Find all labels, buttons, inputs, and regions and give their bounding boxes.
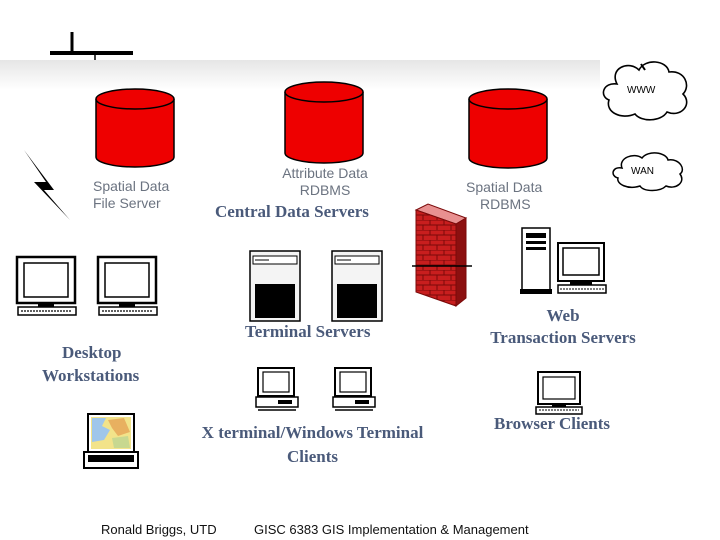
attribute-rdbms-label: Attribute Data RDBMS xyxy=(270,165,380,199)
desktop-workstation-2-icon xyxy=(96,255,158,316)
wan-label: WAN xyxy=(631,166,654,177)
attribute-rdbms-line2: RDBMS xyxy=(299,182,351,198)
web-transaction-servers-label: Web Transaction Servers xyxy=(478,305,648,349)
desktop-workstations-label: Desktop Workstations xyxy=(30,341,170,387)
spatial-file-server-line1: Spatial Data xyxy=(93,178,170,194)
attribute-rdbms-line1: Attribute Data xyxy=(282,165,368,181)
wan-cloud: WAN xyxy=(608,150,688,192)
xterm-label-line1: X terminal/Windows Terminal xyxy=(201,423,424,442)
x-terminal-clients-label: X terminal/Windows Terminal Clients xyxy=(180,421,445,469)
spatial-file-server-label: Spatial Data File Server xyxy=(93,178,169,212)
browser-client-icon xyxy=(535,371,583,415)
web-transaction-server-icon xyxy=(520,227,607,294)
central-data-servers-title: Central Data Servers xyxy=(215,202,369,221)
desktop-label-line2: Workstations xyxy=(42,366,140,385)
footer-author: Ronald Briggs, UTD xyxy=(101,522,217,537)
wan-cloud-icon xyxy=(612,152,684,192)
x-terminal-client-2-icon xyxy=(332,367,376,411)
spatial-rdbms-database-icon xyxy=(468,88,548,169)
attribute-rdbms-database-icon xyxy=(284,81,364,164)
firewall-icon xyxy=(414,203,468,308)
spatial-file-server-database-icon xyxy=(95,88,175,168)
spatial-file-server-line2: File Server xyxy=(93,195,161,211)
spatial-rdbms-label: Spatial Data RDBMS xyxy=(466,179,542,213)
footer-course: GISC 6383 GIS Implementation & Managemen… xyxy=(254,522,529,537)
firewall-connection-line xyxy=(412,265,472,267)
spatial-rdbms-line2: RDBMS xyxy=(480,196,531,212)
www-cloud-icon xyxy=(602,61,688,121)
web-label-line2: Transaction Servers xyxy=(490,328,636,347)
browser-clients-label: Browser Clients xyxy=(494,414,611,433)
desktop-workstation-1-icon xyxy=(15,255,77,316)
www-cloud: WWW xyxy=(597,56,693,124)
x-terminal-client-1-icon xyxy=(255,367,299,411)
terminal-servers-label: Terminal Servers xyxy=(245,322,371,341)
spatial-rdbms-line1: Spatial Data xyxy=(466,179,543,195)
terminal-server-1-icon xyxy=(249,250,301,322)
desktop-label-line1: Desktop xyxy=(62,343,122,362)
laptop-map-icon xyxy=(83,413,139,469)
xterm-label-line2: Clients xyxy=(287,447,338,466)
www-label: WWW xyxy=(627,85,656,96)
lightning-bolt-icon xyxy=(24,150,70,220)
web-label-line1: Web xyxy=(546,306,580,325)
terminal-server-2-icon xyxy=(331,250,383,322)
title-bar-decoration xyxy=(50,32,133,60)
